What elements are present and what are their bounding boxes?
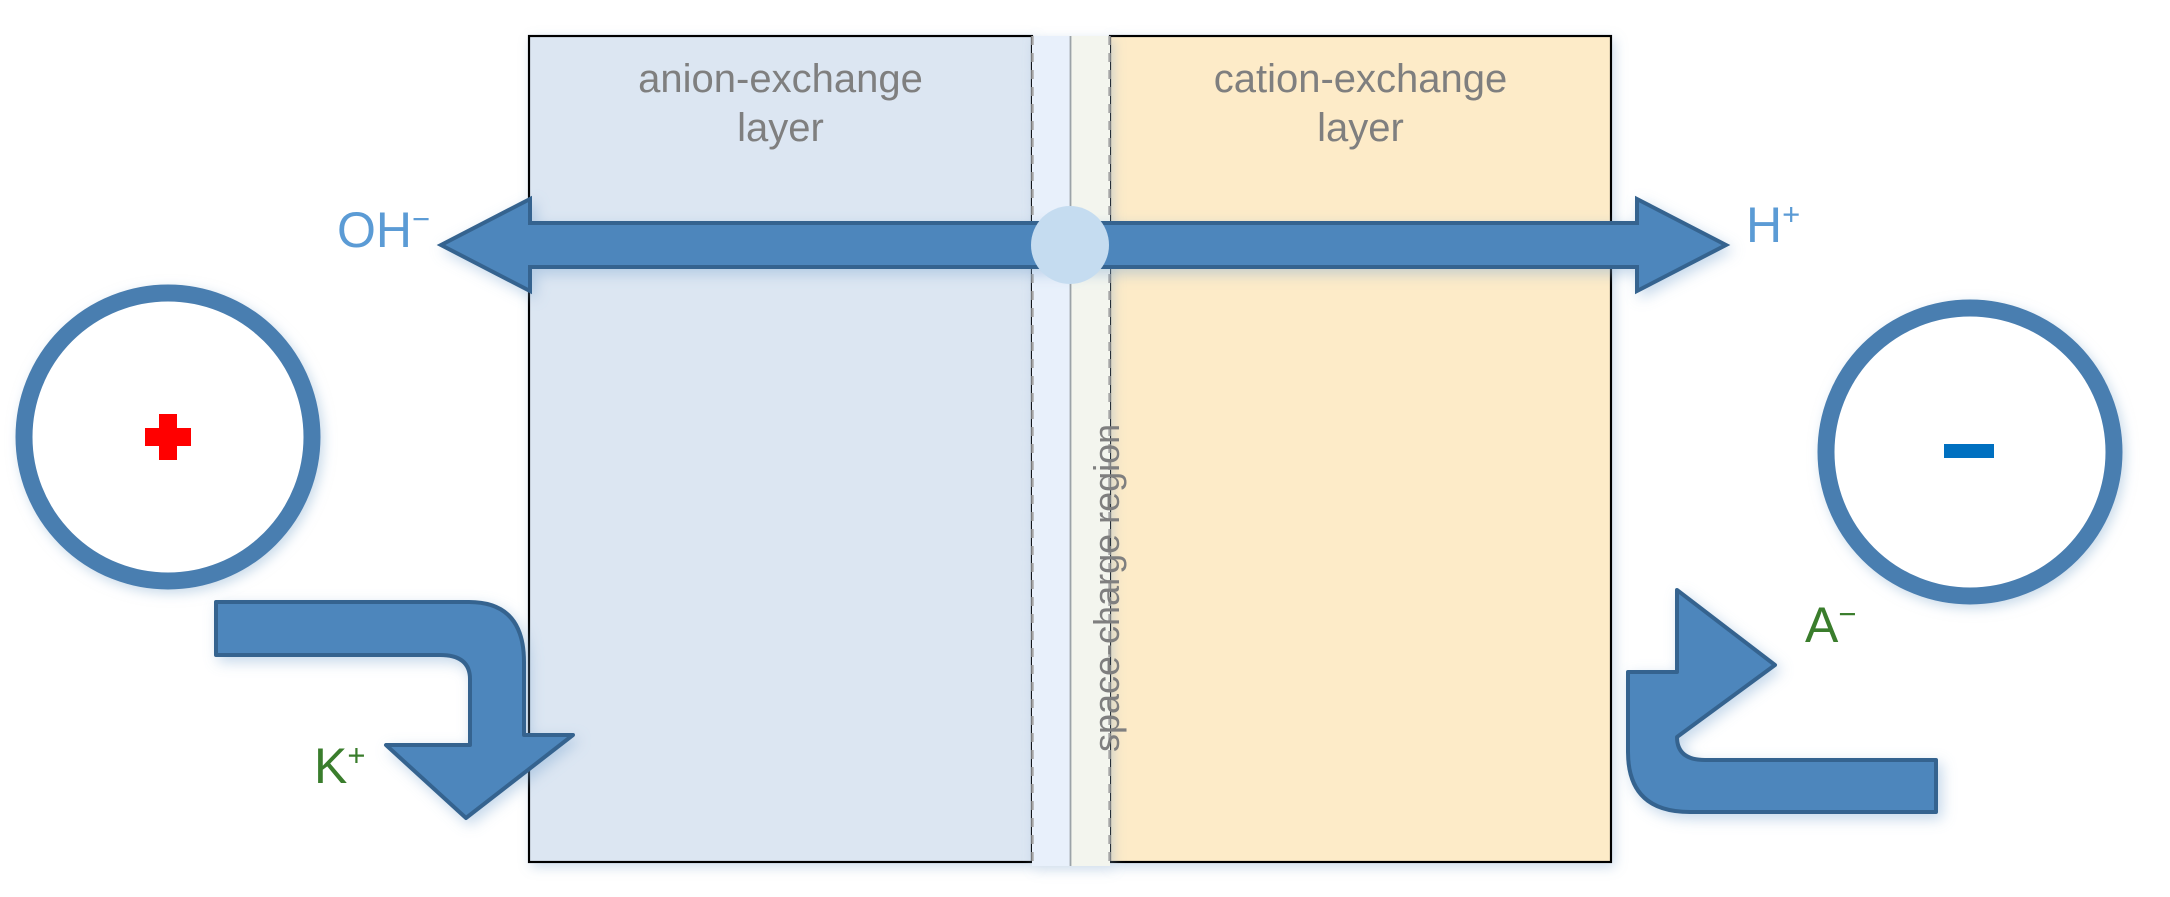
a-arrow-shape xyxy=(1626,588,1938,814)
k-ion-label: K+ xyxy=(314,738,365,794)
space-charge-region-label: space-charge region xyxy=(1086,423,1127,752)
k-arrow-shape xyxy=(214,600,575,820)
h-ion-label: H+ xyxy=(1746,197,1800,253)
cation-exchange-layer-box xyxy=(1108,34,1613,864)
k-ion-symbol: K xyxy=(314,738,348,794)
space-charge-region xyxy=(1031,36,1111,866)
k-arrow xyxy=(214,600,575,820)
cation-exchange-layer-label: cation-exchange layer xyxy=(1213,57,1508,150)
a-ion-symbol: A xyxy=(1805,597,1839,653)
a-arrow xyxy=(1626,588,1938,814)
a-ion-label: A− xyxy=(1805,597,1856,653)
h-ion-charge: + xyxy=(1782,196,1801,232)
plus-sign-icon xyxy=(145,414,191,460)
k-ion-charge: + xyxy=(347,737,366,773)
interface-dot xyxy=(1031,206,1109,284)
minus-sign-icon xyxy=(1944,444,1994,458)
anion-exchange-layer-label: anion-exchange layer xyxy=(638,57,923,150)
h-ion-symbol: H xyxy=(1746,197,1783,253)
space-charge-left-half xyxy=(1032,36,1070,866)
anion-exchange-layer-box xyxy=(527,34,1034,864)
oh-ion-charge: − xyxy=(412,201,431,237)
space-charge-right-half xyxy=(1070,36,1110,866)
membrane-stack xyxy=(527,34,1613,864)
oh-ion-label: OH− xyxy=(337,202,430,258)
a-ion-charge: − xyxy=(1838,596,1857,632)
oh-ion-symbol: OH xyxy=(337,202,412,258)
